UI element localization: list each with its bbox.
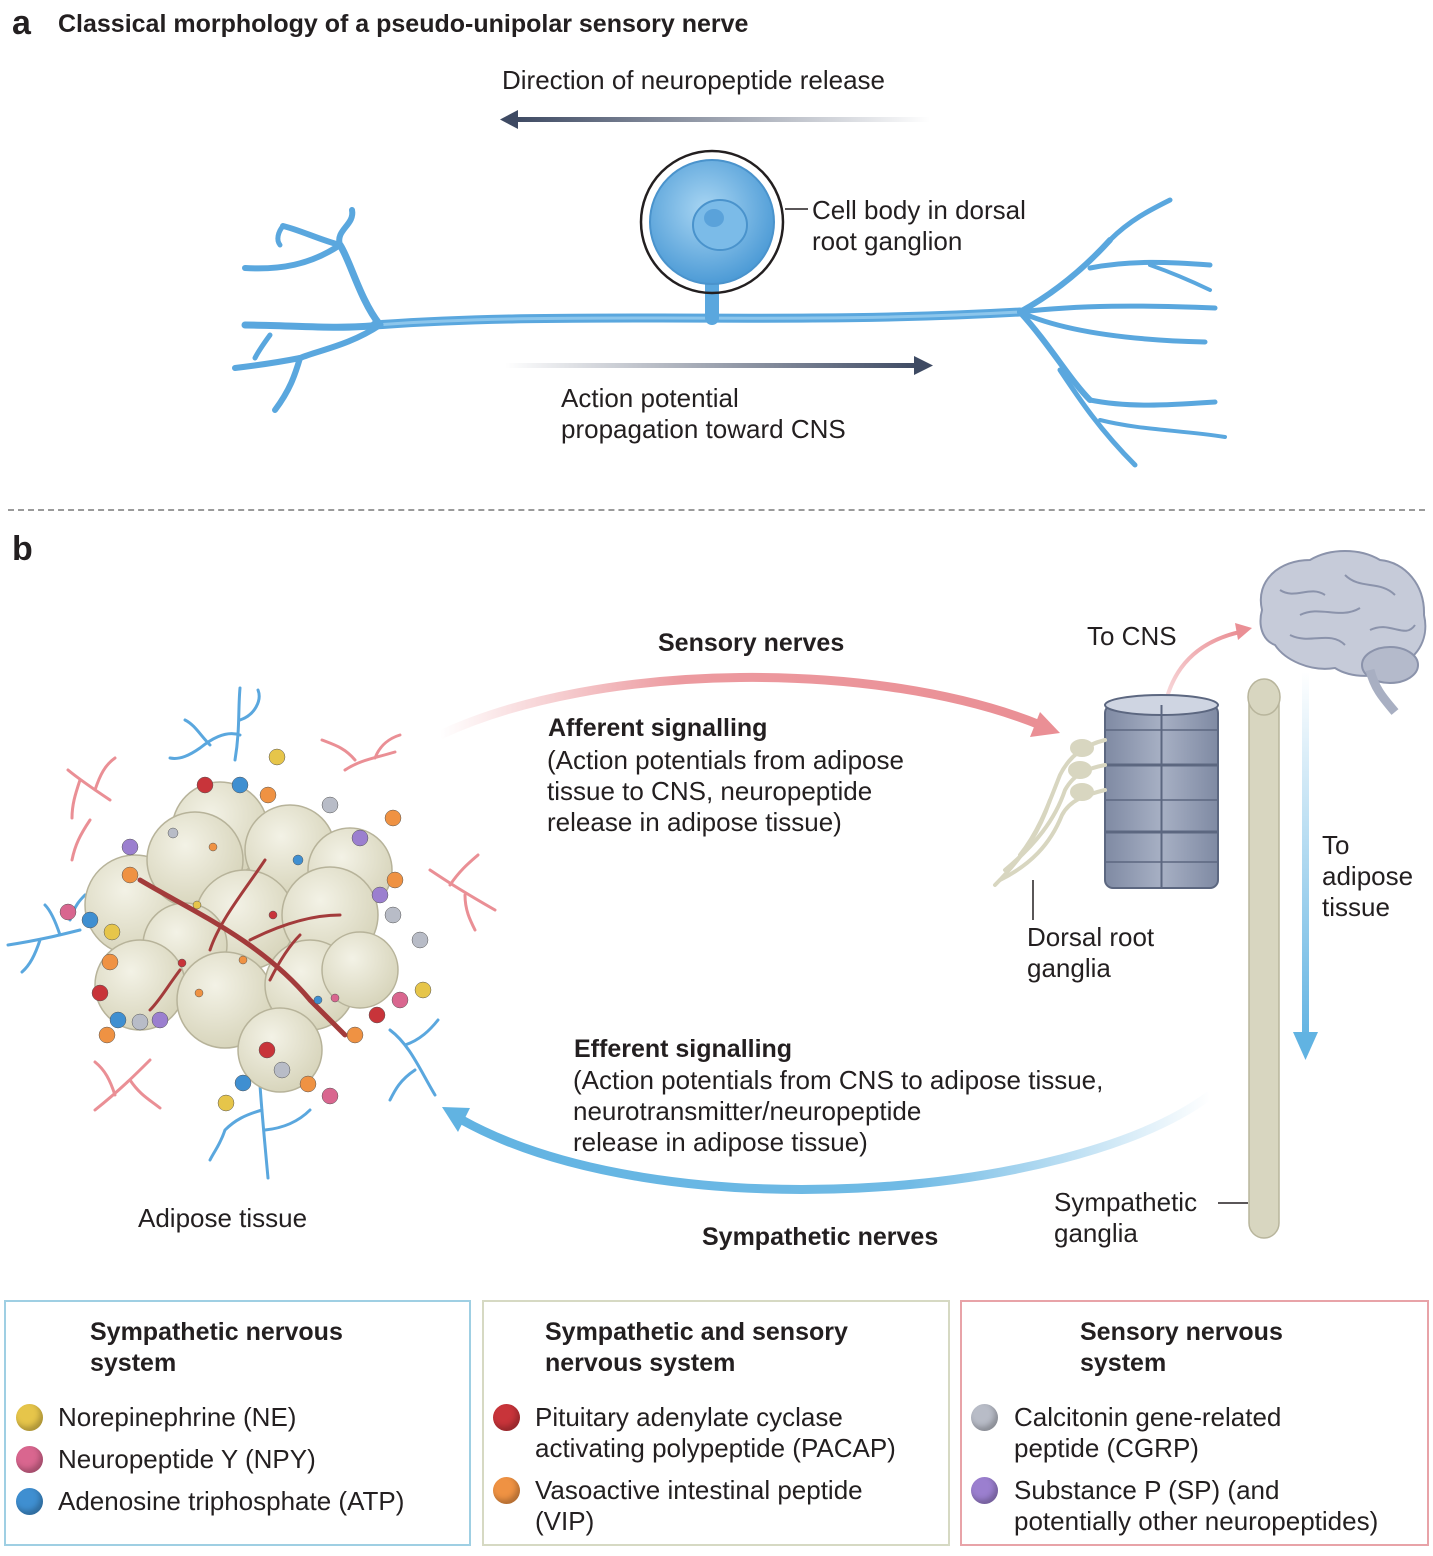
- action-arrowhead: [914, 356, 933, 375]
- legend-sympathetic-sensory: Sympathetic and sensory nervous system P…: [482, 1300, 950, 1546]
- brain-illustration: [1259, 550, 1427, 715]
- to-adipose-shaft: [1302, 672, 1309, 1042]
- afferent-title: Afferent signalling: [548, 714, 768, 742]
- legend-atp: Adenosine triphosphate (ATP): [58, 1486, 405, 1516]
- adipose-tissue-label: Adipose tissue: [138, 1203, 308, 1233]
- efferent-text-1: (Action potentials from CNS to adipose t…: [573, 1065, 1104, 1095]
- panel-a-title: Classical morphology of a pseudo-unipola…: [58, 10, 749, 38]
- to-cns-label: To CNS: [1087, 621, 1177, 651]
- legend-sensory: Sensory nervous system Calcitonin gene-r…: [960, 1300, 1429, 1546]
- atp-dot-icon: [16, 1488, 43, 1515]
- drg-label-2: ganglia: [1027, 953, 1111, 983]
- signalling-diagram: [6, 550, 1427, 1239]
- cgrp-dot-icon: [971, 1404, 998, 1431]
- npy-dot-icon: [16, 1446, 43, 1473]
- legend-sympathetic: Sympathetic nervous system Norepinephrin…: [4, 1300, 471, 1546]
- spinal-cord: [1104, 694, 1219, 889]
- sympathetic-nerves-label: Sympathetic nerves: [702, 1223, 939, 1251]
- afferent-arrow: [438, 673, 1042, 740]
- legend-pacap-1: Pituitary adenylate cyclase: [535, 1402, 843, 1432]
- legend-sympathetic-title-1: Sympathetic nervous: [90, 1318, 343, 1346]
- sympathetic-ganglia-label-2: ganglia: [1054, 1218, 1138, 1248]
- cell-body-label-2: root ganglion: [812, 226, 963, 256]
- legend-sensory-title-2: system: [1080, 1349, 1167, 1377]
- sensory-nerves-label: Sensory nerves: [658, 629, 845, 657]
- legend-both-title-2: nervous system: [545, 1349, 736, 1377]
- afferent-text-1: (Action potentials from adipose: [547, 745, 904, 775]
- to-adipose-arrowhead: [1293, 1032, 1318, 1060]
- release-arrowhead: [500, 110, 518, 129]
- efferent-arrow: [459, 1091, 1213, 1194]
- dorsal-root-ganglia: [993, 738, 1107, 887]
- afferent-text-2: tissue to CNS, neuropeptide: [547, 776, 873, 806]
- panel-divider: [8, 509, 1425, 511]
- legend-npy: Neuropeptide Y (NPY): [58, 1444, 316, 1474]
- legend-sensory-title-1: Sensory nervous: [1080, 1318, 1283, 1346]
- efferent-text-3: release in adipose tissue): [573, 1127, 868, 1157]
- to-adipose-label-1: To: [1322, 830, 1350, 860]
- panel-a-letter: a: [12, 4, 31, 42]
- release-arrow-shaft: [515, 117, 930, 122]
- nucleolus: [704, 209, 724, 227]
- afferent-text-3: release in adipose tissue): [547, 807, 842, 837]
- sympathetic-ganglia-chain: [1247, 678, 1281, 1239]
- legend-cgrp-1: Calcitonin gene-related: [1014, 1402, 1282, 1432]
- legend-sp-1: Substance P (SP) (and: [1014, 1475, 1280, 1505]
- legend-vip-1: Vasoactive intestinal peptide: [535, 1475, 863, 1505]
- to-adipose-label-3: tissue: [1322, 892, 1390, 922]
- action-label-2: propagation toward CNS: [561, 414, 846, 444]
- neuron-illustration: [232, 110, 1227, 468]
- to-cns-arrowhead: [1235, 623, 1252, 640]
- ne-dot-icon: [16, 1404, 43, 1431]
- legend-sp-2: potentially other neuropeptides): [1014, 1506, 1379, 1536]
- cell-body-outline: [639, 149, 785, 295]
- efferent-title: Efferent signalling: [574, 1035, 793, 1063]
- panel-b-letter: b: [12, 530, 33, 568]
- pacap-dot-icon: [493, 1404, 520, 1431]
- legend-sympathetic-title-2: system: [90, 1349, 177, 1377]
- adipose-tissue-illustration: [6, 686, 497, 1180]
- efferent-arrowhead: [442, 1107, 470, 1132]
- legend-pacap-2: activating polypeptide (PACAP): [535, 1433, 896, 1463]
- legend-ne: Norepinephrine (NE): [58, 1402, 297, 1432]
- sp-dot-icon: [971, 1477, 998, 1504]
- afferent-arrowhead: [1030, 712, 1060, 737]
- drg-label-1: Dorsal root: [1027, 922, 1155, 952]
- to-adipose-label-2: adipose: [1322, 861, 1414, 891]
- legend-vip-2: (VIP): [535, 1506, 595, 1536]
- to-cns-arrow: [1163, 630, 1241, 706]
- vip-dot-icon: [493, 1477, 520, 1504]
- legend-both-title-1: Sympathetic and sensory: [545, 1318, 848, 1346]
- legend-cgrp-2: peptide (CGRP): [1014, 1433, 1199, 1463]
- release-label: Direction of neuropeptide release: [502, 65, 886, 95]
- efferent-text-2: neurotransmitter/neuropeptide: [573, 1096, 922, 1126]
- action-label-1: Action potential: [561, 383, 739, 413]
- sympathetic-ganglia-label-1: Sympathetic: [1054, 1187, 1198, 1217]
- cell-body-label-1: Cell body in dorsal: [812, 195, 1026, 225]
- action-arrow-shaft: [505, 363, 917, 368]
